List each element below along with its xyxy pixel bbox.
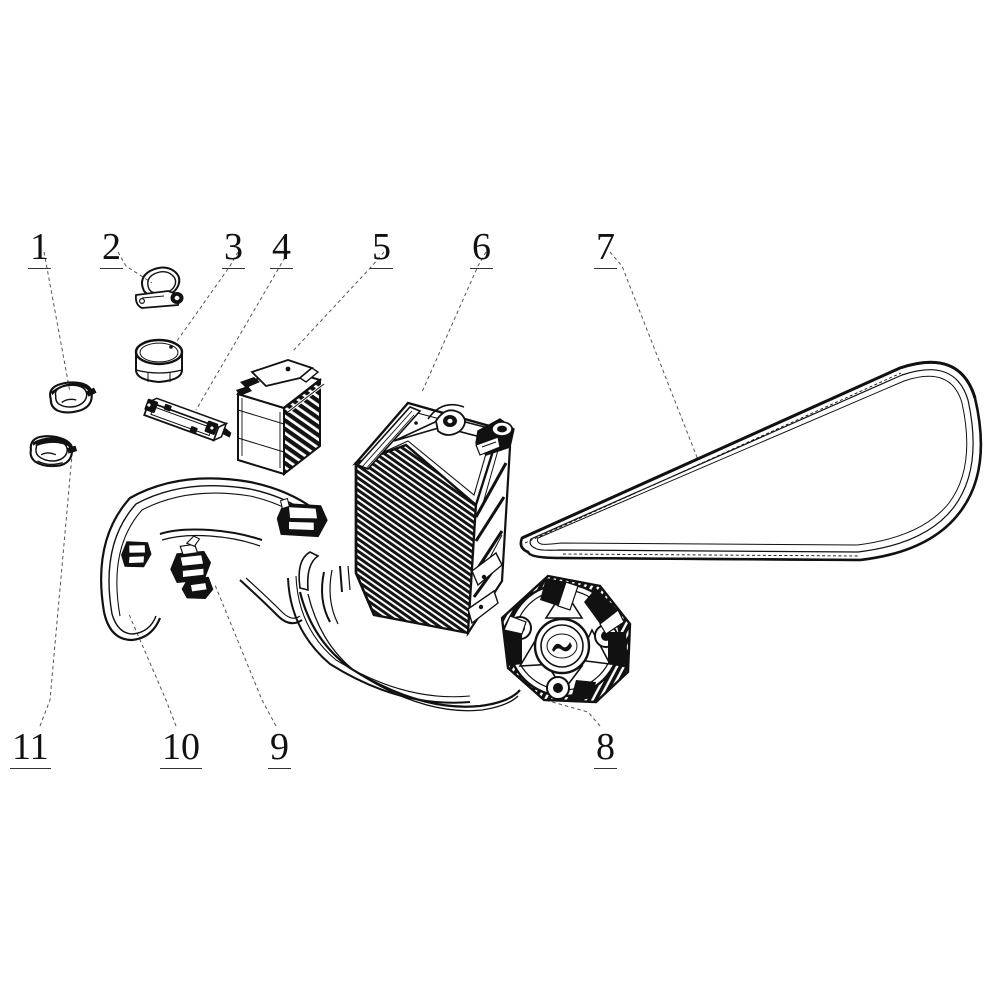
part-pulley-drive-unit [500, 574, 632, 704]
part-control-module-small [235, 359, 325, 477]
leader-line-3 [171, 251, 239, 349]
callout-9[interactable]: 9 [268, 726, 291, 769]
pulley-hub-logo [552, 642, 572, 652]
leader-line-4 [195, 251, 289, 411]
leader-line-8 [544, 699, 601, 727]
callout-6[interactable]: 6 [470, 226, 493, 269]
callout-3[interactable]: 3 [222, 226, 245, 269]
part-cap-cover [134, 338, 184, 384]
part-wiring-harness [100, 477, 521, 712]
callout-10[interactable]: 10 [160, 726, 202, 769]
leader-line-11 [39, 454, 73, 727]
callout-11[interactable]: 11 [10, 726, 51, 769]
part-hose-clamp-lower [28, 433, 80, 469]
part-clamp-bracket [134, 266, 184, 309]
callout-1[interactable]: 1 [28, 226, 51, 269]
part-compressor-finned-large [352, 401, 515, 638]
leader-line-10 [127, 611, 177, 727]
leader-line-6 [421, 251, 487, 393]
callout-4[interactable]: 4 [270, 226, 293, 269]
part-drive-belt [519, 360, 983, 562]
callout-8[interactable]: 8 [594, 726, 617, 769]
part-harness-connector [121, 497, 328, 599]
callout-5[interactable]: 5 [370, 226, 393, 269]
callout-2[interactable]: 2 [100, 226, 123, 269]
callout-7[interactable]: 7 [594, 226, 617, 269]
part-rail-bracket [143, 397, 232, 442]
leader-line-2 [117, 251, 153, 284]
leader-line-9 [214, 584, 277, 727]
